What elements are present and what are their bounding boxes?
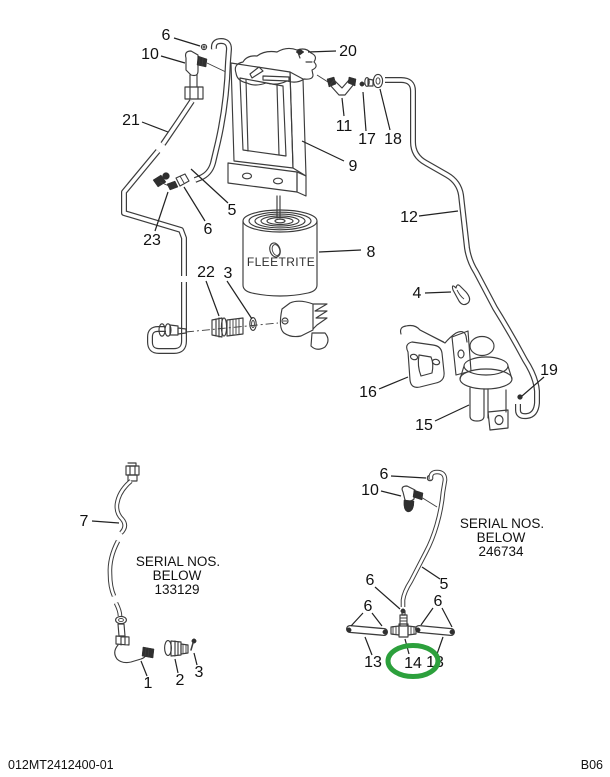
callout-13-left[interactable]: 13 <box>364 654 382 671</box>
serial-right-line1: SERIAL NOS. <box>460 516 544 531</box>
callout-6-mid[interactable]: 6 <box>204 221 213 238</box>
clamp-6-top <box>200 43 208 51</box>
callout-8[interactable]: 8 <box>367 244 376 261</box>
highlight-ellipse-14 <box>385 643 441 679</box>
check-valve-2 <box>164 640 189 657</box>
callout-10-right[interactable]: 10 <box>361 482 379 499</box>
serial-left-line3: 133129 <box>154 582 199 597</box>
callout-6-right-mid[interactable]: 6 <box>366 572 375 589</box>
callout-leaders-inset-left <box>91 520 198 677</box>
callout-23[interactable]: 23 <box>143 232 161 249</box>
washer-3 <box>249 317 257 331</box>
callout-19[interactable]: 19 <box>540 362 558 379</box>
callout-9[interactable]: 9 <box>349 158 358 175</box>
screw-3-left <box>190 638 197 651</box>
clamp-6-mid <box>175 173 190 187</box>
serial-note-right: SERIAL NOS. BELOW 246734 <box>460 516 544 559</box>
callout-7[interactable]: 7 <box>80 513 89 530</box>
connector-bell <box>279 300 329 350</box>
callout-22[interactable]: 22 <box>197 264 215 281</box>
clip-4 <box>451 284 471 306</box>
clamp-19 <box>517 394 523 400</box>
hose-21 <box>121 99 195 354</box>
callout-21[interactable]: 21 <box>122 112 140 129</box>
gasket-16 <box>406 341 445 388</box>
fitting-17 <box>359 77 374 87</box>
callout-6-clamps-right[interactable]: 6 <box>434 593 443 610</box>
callout-10[interactable]: 10 <box>141 46 159 63</box>
fuel-pump-15 <box>399 324 513 431</box>
callout-4[interactable]: 4 <box>413 285 422 302</box>
callout-3-left[interactable]: 3 <box>195 664 204 681</box>
hose-13-left <box>346 625 388 636</box>
elbow-fitting-10 <box>184 50 229 100</box>
callout-6-right-top[interactable]: 6 <box>380 466 389 483</box>
callout-11[interactable]: 11 <box>336 118 353 135</box>
serial-right-line3: 246734 <box>478 544 524 559</box>
inset-right: 6 10 5 6 6 6 13 14 13 SERIAL NOS. BELOW … <box>346 466 544 679</box>
callout-3[interactable]: 3 <box>224 265 233 282</box>
callout-12[interactable]: 12 <box>400 209 418 226</box>
callout-6-top[interactable]: 6 <box>162 27 171 44</box>
callout-17[interactable]: 17 <box>358 131 376 148</box>
header-screw-20 <box>295 48 305 56</box>
elbow-10-right <box>401 485 438 513</box>
callout-18[interactable]: 18 <box>384 131 402 148</box>
serial-left-line1: SERIAL NOS. <box>136 554 220 569</box>
tee-fitting-23 <box>152 172 179 191</box>
hose-13-right <box>415 625 455 636</box>
serial-note-left: SERIAL NOS. BELOW 133129 <box>136 554 220 597</box>
callout-1[interactable]: 1 <box>144 675 153 692</box>
footer: 012MT2412400-01 B06 <box>8 758 603 772</box>
callout-leaders-inset-right <box>350 475 453 656</box>
callout-5[interactable]: 5 <box>228 202 237 219</box>
callout-16[interactable]: 16 <box>359 384 377 401</box>
inset-left: 7 1 2 3 SERIAL NOS. BELOW 133129 <box>80 462 220 692</box>
hose-5 <box>193 38 232 183</box>
callout-20[interactable]: 20 <box>339 43 357 60</box>
elbow-1 <box>114 644 155 664</box>
tee-fitting-14 <box>390 610 417 638</box>
hose-12 <box>385 77 540 420</box>
filter-canister: FLEETRITE <box>242 209 318 297</box>
grommet-18 <box>372 73 384 89</box>
footer-part-number: 012MT2412400-01 <box>8 758 114 772</box>
callout-leaders-main <box>141 37 545 422</box>
serial-right-line2: BELOW <box>477 530 526 545</box>
callout-14-highlighted[interactable]: 14 <box>404 655 422 672</box>
fitting-22 <box>211 317 244 338</box>
filter-brand-label: FLEETRITE <box>247 255 315 269</box>
callout-5-right[interactable]: 5 <box>440 576 449 593</box>
elbow-fitting-11 <box>316 74 357 96</box>
callout-2[interactable]: 2 <box>176 672 185 689</box>
footer-page-code: B06 <box>581 758 603 772</box>
mounting-bracket <box>227 62 307 197</box>
callout-6-clamps-left[interactable]: 6 <box>364 598 373 615</box>
main-diagram: FLEETRITE <box>121 27 558 434</box>
centerline <box>185 322 279 333</box>
serial-left-line2: BELOW <box>153 568 202 583</box>
callout-15[interactable]: 15 <box>415 417 433 434</box>
hose-7 <box>107 462 140 646</box>
